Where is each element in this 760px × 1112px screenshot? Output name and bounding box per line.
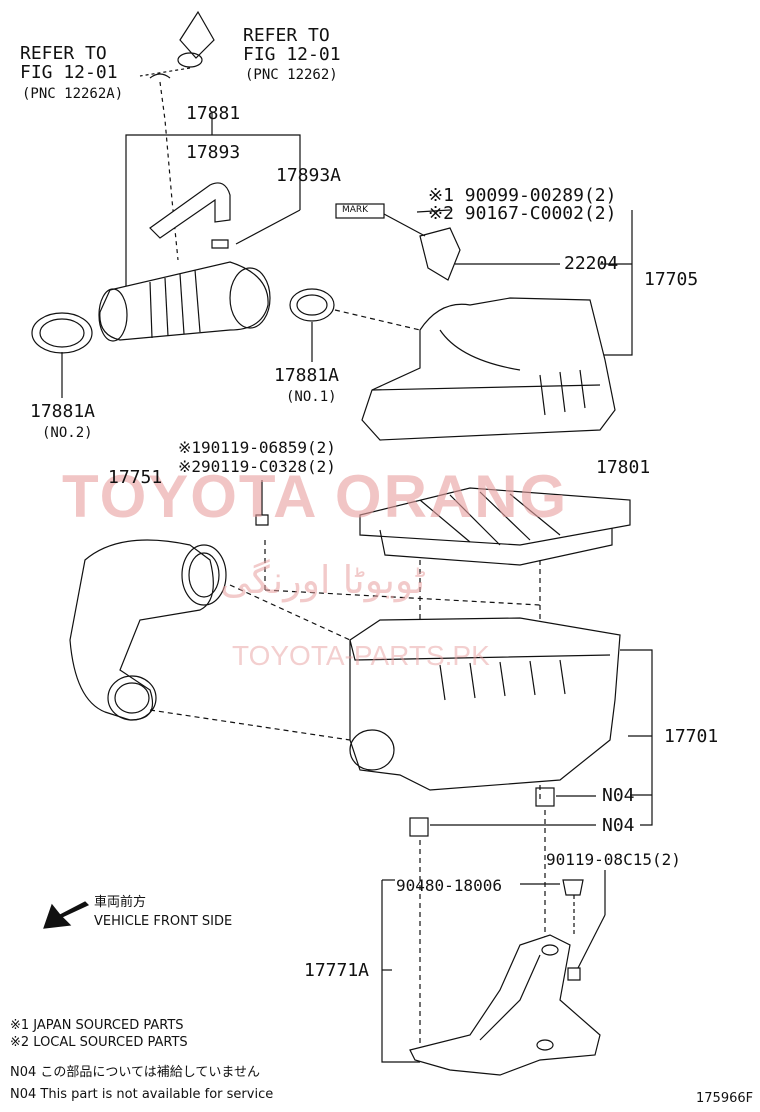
bracket-17771A	[409, 934, 601, 1076]
ref-right-line2: FIG 12-01	[243, 44, 341, 65]
part-17893A: 17893A	[276, 165, 342, 186]
clamp-17881A-no2	[31, 312, 93, 398]
part-n04-lower: N04	[602, 815, 635, 836]
part-17771A: 17771A	[304, 960, 370, 981]
note-local-sourced: ※2 LOCAL SOURCED PARTS	[10, 1035, 188, 1050]
hose-17893	[149, 182, 231, 239]
air-cleaner-cap	[361, 297, 616, 441]
figure-id: 175966F	[696, 1091, 754, 1106]
grommet-upper	[535, 787, 555, 807]
part-17881A-no1: 17881A	[274, 365, 340, 386]
ref-left-line1: REFER TO	[20, 43, 107, 64]
mark-label: MARK	[342, 205, 369, 215]
part-n04-upper: N04	[602, 785, 635, 806]
part-90119-06859: ※190119-06859(2)	[178, 438, 336, 457]
part-17705: 17705	[644, 269, 699, 290]
grommet-lower	[409, 817, 429, 837]
note-japan-sourced: ※1 JAPAN SOURCED PARTS	[10, 1018, 184, 1033]
clamp-17881A-no1	[289, 288, 421, 362]
ref-hose-12262	[179, 10, 215, 59]
part-17801: 17801	[596, 457, 651, 478]
part-17881A-no2: 17881A	[30, 401, 96, 422]
front-arrow-icon	[40, 895, 41, 896]
ref-right-line1: REFER TO	[243, 25, 330, 46]
watermark-sub: TOYOTA-PARTS.PK	[232, 640, 490, 671]
watermark-main: TOYOTA ORANG	[62, 463, 569, 530]
front-arrow-shape	[43, 901, 90, 929]
part-90119-C0328: ※290119-C0328(2)	[178, 457, 336, 476]
note-n04-en: N04 This part is not available for servi…	[10, 1087, 274, 1102]
watermark-urdu: ٹویوٹا اورنگی	[220, 558, 426, 602]
part-17701: 17701	[664, 726, 719, 747]
direction-en: VEHICLE FRONT SIDE	[94, 914, 233, 929]
ref-left-line3: (PNC 12262A)	[22, 86, 124, 102]
part-17881: 17881	[186, 103, 241, 124]
duct-17751	[69, 539, 351, 741]
label-no1: (NO.1)	[286, 389, 337, 405]
note-n04-jp: N04 この部品については補給していません	[10, 1065, 260, 1080]
sensor-22204	[335, 203, 560, 281]
part-17751: 17751	[108, 467, 163, 488]
label-no2: (NO.2)	[42, 425, 93, 441]
ref-right-line3: (PNC 12262)	[245, 67, 338, 83]
air-cleaner-case-17701	[349, 617, 621, 791]
part-90167: ※2 90167-C0002(2)	[428, 203, 617, 224]
filter-element-17801	[359, 487, 631, 566]
part-17893: 17893	[186, 142, 241, 163]
ref-left-line2: FIG 12-01	[20, 62, 118, 83]
direction-jp: 車両前方	[94, 895, 147, 910]
part-90099: ※1 90099-00289(2)	[428, 185, 617, 206]
part-90480: 90480-18006	[396, 876, 502, 895]
intake-hose-17881	[98, 261, 271, 342]
part-22204: 22204	[564, 253, 619, 274]
part-90119-08C15: 90119-08C15(2)	[546, 850, 681, 869]
